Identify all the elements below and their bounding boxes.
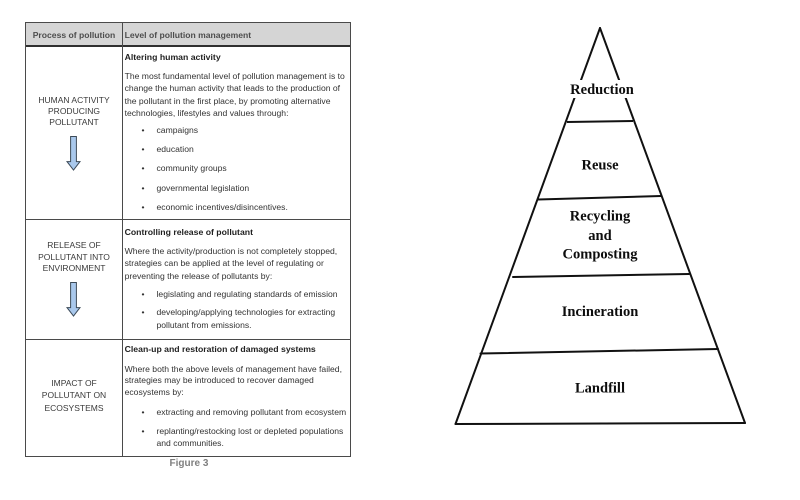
svg-text:Composting: Composting: [563, 246, 639, 262]
svg-text:Recycling: Recycling: [570, 208, 631, 224]
svg-text:Reuse: Reuse: [581, 158, 619, 174]
svg-text:Reduction: Reduction: [570, 82, 634, 98]
svg-text:and: and: [588, 228, 611, 244]
svg-text:Landfill: Landfill: [575, 381, 625, 397]
svg-text:Incineration: Incineration: [562, 304, 639, 320]
